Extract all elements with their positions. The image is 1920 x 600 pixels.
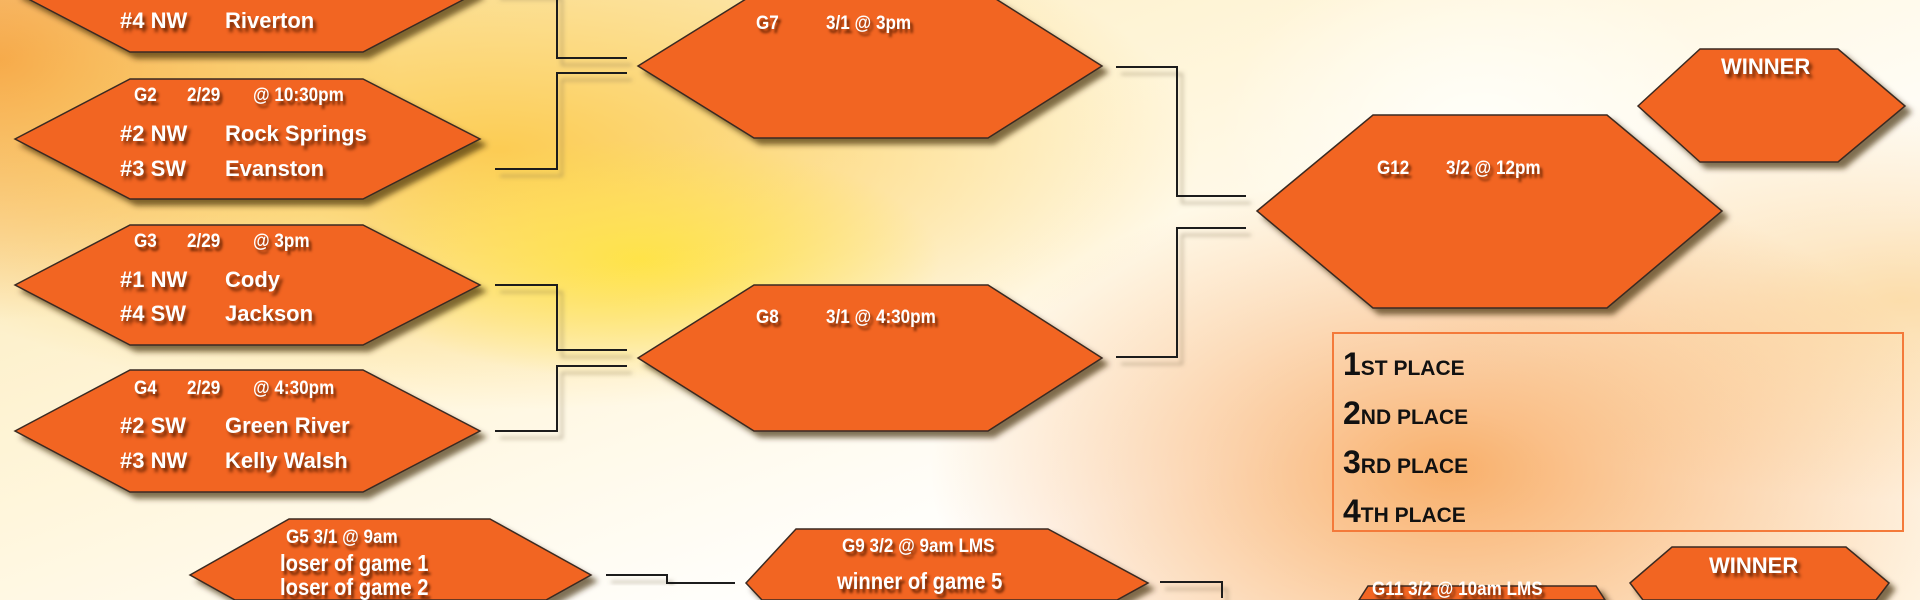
g2-seed-2: #3 SW — [120, 156, 187, 181]
g7-id: G7 — [756, 13, 779, 34]
connector-g8-g12 — [1116, 227, 1246, 358]
g3-seed-1: #1 NW — [120, 267, 188, 292]
g8-datetime: 3/1 @ 4:30pm — [826, 307, 936, 328]
connector-g1-g7 — [556, 0, 627, 59]
g5-line-1: loser of game 1 — [280, 550, 429, 576]
winner-top-label: WINNER — [1721, 54, 1811, 79]
game-11-hex — [1358, 585, 1606, 600]
g2-time: @ 10:30pm — [253, 85, 344, 106]
g2-team-1: Rock Springs — [225, 121, 367, 146]
placings-box: 1ST PLACE 2ND PLACE 3RD PLACE 4TH PLACE — [1332, 332, 1904, 532]
g2-date: 2/29 — [187, 85, 221, 106]
g9-line-1: winner of game 5 — [837, 568, 1003, 594]
game-2-hex — [13, 78, 482, 200]
connector-g5-g9 — [606, 574, 735, 584]
game-7-hex — [636, 0, 1104, 139]
connector-g9-g11 — [1160, 581, 1223, 598]
game-9-hex — [744, 528, 1150, 600]
connector-g3-g8 — [495, 284, 627, 351]
g2-id: G2 — [134, 85, 157, 106]
place-2: 2ND PLACE — [1343, 395, 1469, 431]
g3-seed-2: #4 SW — [120, 301, 187, 326]
connector-g2-g7 — [495, 72, 627, 170]
g4-seed-2: #3 NW — [120, 448, 188, 473]
g4-team-1: Green River — [225, 413, 350, 438]
g11-header: G11 3/2 @ 10am LMS — [1372, 579, 1543, 600]
place-1: 1ST PLACE — [1343, 346, 1465, 382]
winner-top-hex — [1636, 48, 1907, 163]
g3-team-2: Jackson — [225, 301, 314, 326]
connector-g7-g12 — [1116, 66, 1246, 197]
g4-date: 2/29 — [187, 378, 221, 399]
g2-seed-1: #2 NW — [120, 121, 188, 146]
g3-time: @ 3pm — [253, 231, 310, 252]
g7-datetime: 3/1 @ 3pm — [826, 13, 912, 34]
winner-bottom-label: WINNER — [1709, 553, 1799, 578]
g5-header: G5 3/1 @ 9am — [286, 527, 398, 548]
game-8-hex — [636, 284, 1104, 432]
g9-header: G9 3/2 @ 9am LMS — [842, 536, 995, 557]
game-12-hex — [1255, 114, 1724, 309]
g12-datetime: 3/2 @ 12pm — [1446, 158, 1541, 179]
g3-team-1: Cody — [225, 267, 280, 292]
game-3-hex — [13, 224, 482, 346]
place-4: 4TH PLACE — [1343, 493, 1466, 529]
g2-team-2: Evanston — [225, 156, 325, 181]
g12-id: G12 — [1377, 158, 1410, 179]
place-3: 3RD PLACE — [1343, 444, 1469, 480]
game-1-hex — [28, 0, 465, 53]
g3-id: G3 — [134, 231, 157, 252]
connector-g4-g8 — [495, 365, 627, 432]
game-5-hex — [188, 518, 593, 600]
g8-id: G8 — [756, 307, 779, 328]
winner-bottom-hex — [1628, 546, 1891, 600]
g1-seed-2: #4 NW — [120, 8, 188, 33]
g4-time: @ 4:30pm — [253, 378, 335, 399]
game-4-hex — [13, 369, 482, 493]
g4-team-2: Kelly Walsh — [225, 448, 348, 473]
g3-date: 2/29 — [187, 231, 221, 252]
g4-seed-1: #2 SW — [120, 413, 187, 438]
g4-id: G4 — [134, 378, 157, 399]
g5-line-2: loser of game 2 — [280, 574, 429, 600]
g1-team-2: Riverton — [225, 8, 315, 33]
